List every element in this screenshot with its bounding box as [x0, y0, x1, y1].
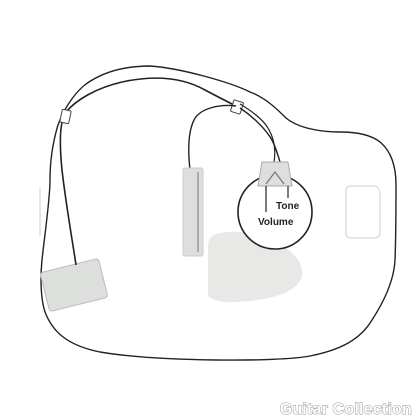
- watermark: Guitar Collection: [280, 401, 412, 418]
- pickup-bar: [182, 167, 204, 257]
- volume-label: Volume: [258, 217, 294, 228]
- tone-label: Tone: [276, 201, 300, 212]
- cable-tie-left: [59, 108, 72, 125]
- output-jack-panel: [40, 258, 108, 312]
- output-cable: [59, 77, 241, 266]
- bridge-outline: [345, 185, 381, 239]
- pickup-wire-upper: [239, 103, 276, 163]
- control-wire: [239, 107, 281, 163]
- control-module-notch: [265, 171, 285, 185]
- control-module: [257, 161, 293, 187]
- cable-tie-top: [230, 99, 244, 115]
- pickup-wire: [188, 104, 237, 171]
- guitar-body-outline: [40, 65, 397, 361]
